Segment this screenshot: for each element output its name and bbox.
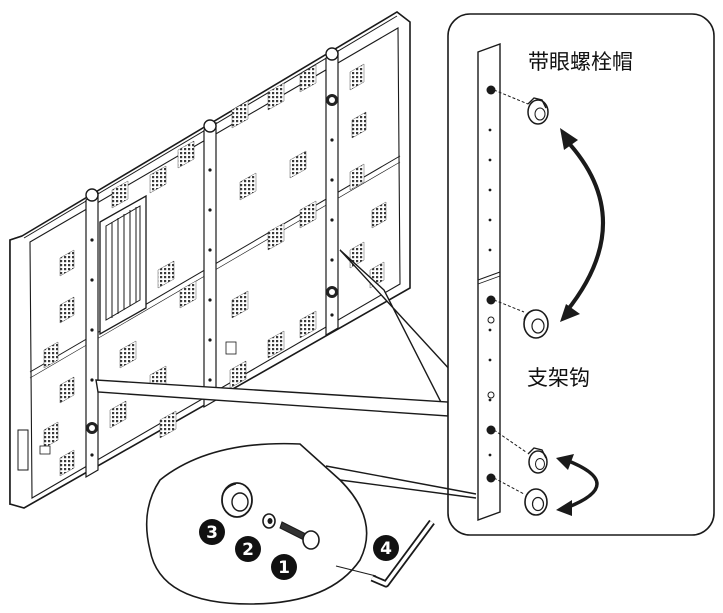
- step-badge-3: 3: [199, 519, 225, 545]
- bolt-icon: [279, 521, 320, 550]
- swap-arrow-upper-icon: [560, 128, 605, 322]
- mounting-rail-left: [85, 191, 99, 479]
- washer-icon: [262, 513, 276, 529]
- detail-panel: [447, 13, 715, 536]
- bracket-hook-lower-icon: [493, 477, 548, 516]
- eyebolt-cap-icon: [493, 89, 549, 125]
- parts-callout: 3 2 1 4: [145, 442, 477, 605]
- step-1-number: 1: [278, 558, 290, 578]
- mounting-rail-center: [203, 121, 217, 409]
- step-badge-4: 4: [373, 535, 399, 561]
- step-4-number: 4: [380, 539, 392, 559]
- ventilation-grilles: [43, 63, 387, 477]
- eyebolt-cap-label: 带眼螺栓帽: [528, 50, 633, 74]
- step-3-number: 3: [206, 523, 218, 543]
- io-panel: [99, 194, 147, 336]
- swap-arrow-lower-icon: [556, 454, 599, 516]
- eyebolt-cap-lower-icon: [493, 429, 548, 474]
- hex-key-icon: [335, 519, 435, 588]
- step-badge-2: 2: [235, 536, 261, 562]
- step-2-number: 2: [242, 540, 254, 560]
- step-badge-1: 1: [271, 554, 297, 580]
- bracket-hook-label: 支架钩: [527, 366, 590, 390]
- bracket-hook-icon: [493, 299, 549, 339]
- bracket-hook-part-icon: [221, 482, 253, 518]
